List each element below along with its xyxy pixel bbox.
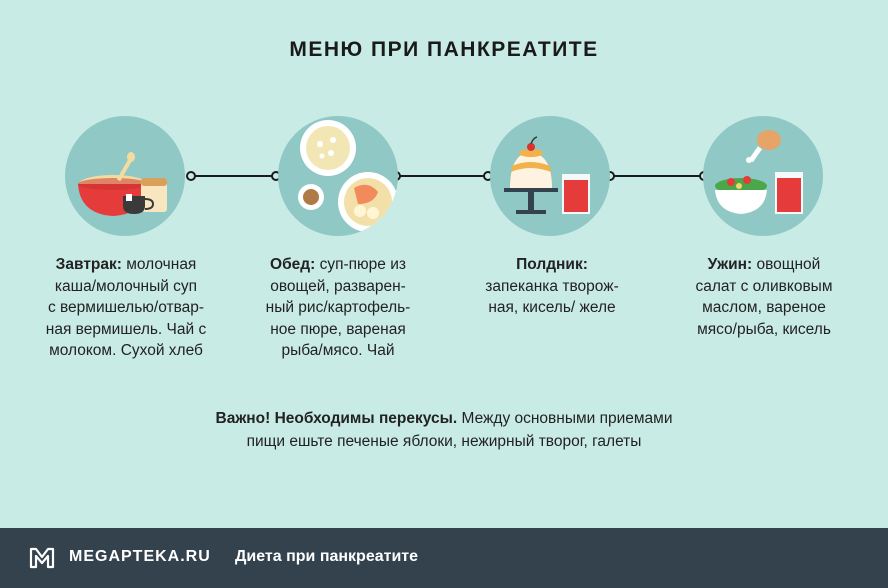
dinner-description: Ужин: овощной салат с оливковым маслом, … <box>695 256 833 338</box>
important-note: Важно! Необходимы перекусы. Между основн… <box>215 410 673 450</box>
snack-circle <box>490 116 610 236</box>
breakfast-description: Завтрак: молочная каша/молочный суп с ве… <box>45 256 207 359</box>
lunch-description: Обед: суп-пюре из овощей, разварен- ный … <box>265 256 411 359</box>
meal-name-lunch: Обед: <box>270 256 316 273</box>
porridge-bowl-icon <box>78 152 167 216</box>
breakfast-circle <box>65 116 185 236</box>
logo-text[interactable]: MEGAPTEKA.RU <box>69 548 211 565</box>
page-title: МЕНЮ ПРИ ПАНКРЕАТИТЕ <box>289 38 599 61</box>
lunch-circle <box>278 116 398 236</box>
pudding-icon <box>504 136 590 214</box>
meal-name-breakfast: Завтрак: <box>55 256 122 273</box>
megapteka-logo-icon[interactable] <box>28 546 56 570</box>
meal-name-dinner: Ужин: <box>707 256 753 273</box>
footer-subtitle: Диета при панкреатите <box>235 548 419 565</box>
salad-icon <box>715 130 803 214</box>
meal-name-snack: Полдник: <box>516 256 588 273</box>
dinner-circle <box>703 116 823 236</box>
snack-description: Полдник: запеканка творож- ная, кисель/ … <box>485 256 619 316</box>
note-bold: Важно! Необходимы перекусы. <box>215 410 458 427</box>
footer-bar: MEGAPTEKA.RU Диета при панкреатите <box>0 528 888 588</box>
soup-plate-icon <box>298 120 398 232</box>
